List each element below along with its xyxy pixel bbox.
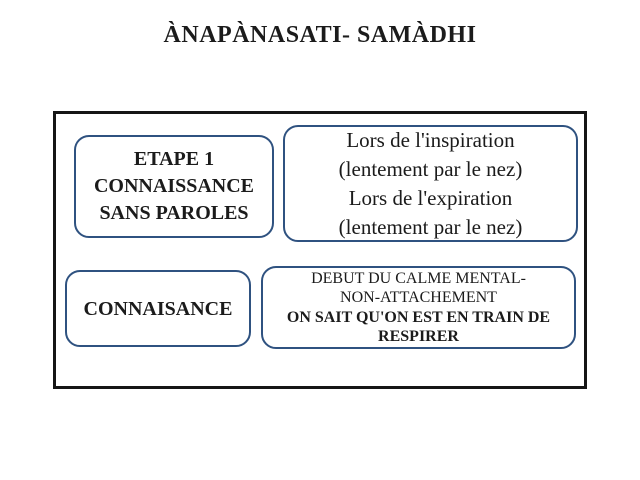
box-inspiration-line: Lors de l'expiration: [348, 185, 513, 210]
box-calme-mental: DEBUT DU CALME MENTAL- NON-ATTACHEMENT O…: [261, 266, 576, 349]
box-etape-1: ETAPE 1 CONNAISSANCE SANS PAROLES: [74, 135, 274, 238]
box-connaisance-line: CONNAISANCE: [83, 297, 233, 320]
box-connaisance: CONNAISANCE: [65, 270, 251, 347]
box-inspiration-line: (lentement par le nez): [338, 214, 523, 239]
box-etape-1-line: CONNAISSANCE: [93, 175, 255, 197]
box-calme-bold-line: RESPIRER: [378, 328, 459, 345]
box-inspiration-line: Lors de l'inspiration: [346, 127, 515, 152]
box-calme-bold-line: ON SAIT QU'ON EST EN TRAIN DE: [286, 308, 551, 326]
box-inspiration-line: (lentement par le nez): [338, 156, 523, 181]
box-calme-line: DEBUT DU CALME MENTAL-: [311, 269, 526, 287]
box-etape-1-line: ETAPE 1: [133, 148, 215, 170]
box-inspiration-expiration: Lors de l'inspiration (lentement par le …: [283, 125, 578, 242]
box-calme-line: NON-ATTACHEMENT: [340, 289, 497, 306]
box-etape-1-line: SANS PAROLES: [99, 202, 249, 224]
diagram-frame: ETAPE 1 CONNAISSANCE SANS PAROLES Lors d…: [53, 111, 587, 389]
slide-title: ÀNAPÀNASATI- SAMÀDHI: [163, 22, 477, 48]
